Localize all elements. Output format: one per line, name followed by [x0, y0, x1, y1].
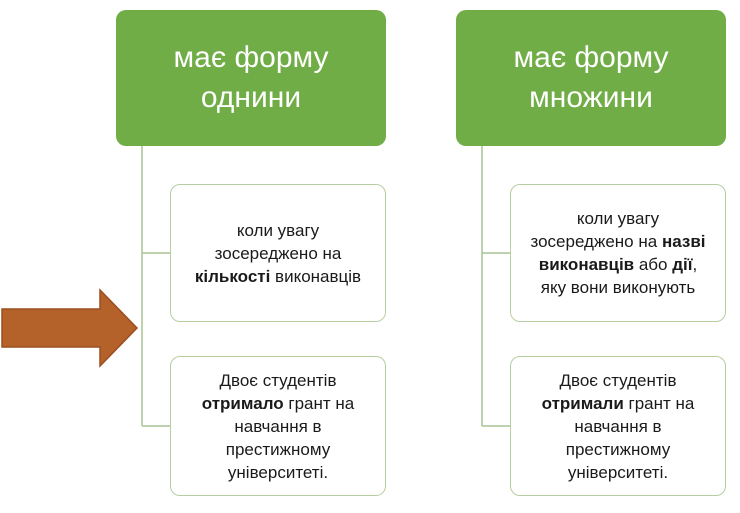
card-text-line: університеті. [567, 462, 669, 482]
card-text-line: коли увагу [236, 220, 320, 240]
card-singular-rule: коли увагу зосереджено на кількості вико… [170, 184, 386, 322]
bold-keyword: кількості [194, 266, 271, 286]
card-plural-example: Двоє студентів отримали грант на навчанн… [510, 356, 726, 496]
header-singular-line2: однини [200, 81, 302, 114]
header-singular: має форму однини [116, 10, 386, 146]
card-text-line: кількості виконавців [195, 265, 361, 288]
header-singular-line1: має форму [173, 41, 329, 74]
bold-keyword: назві [661, 232, 706, 251]
header-plural-line2: множини [529, 81, 653, 114]
card-text-line: отримало грант на [202, 392, 354, 415]
card-text-line: виконавців або дії, [531, 253, 706, 276]
bold-keyword: виконавців [538, 255, 635, 274]
card-text-fragment: або [634, 255, 673, 274]
card-text-line: Двоє студентів [219, 370, 337, 390]
card-text-fragment: виконавців [270, 266, 362, 286]
card-text-line: престижному [565, 439, 671, 459]
bold-keyword: отримало [201, 393, 284, 413]
card-text-line: навчання в [574, 416, 662, 436]
card-text-line: отримали грант на [542, 392, 695, 415]
right-arrow-icon [1, 288, 139, 368]
bold-keyword: отримали [541, 393, 624, 413]
header-plural: має форму множини [456, 10, 726, 146]
card-text-fragment: , [692, 255, 698, 274]
card-text-fragment: зосереджено на [530, 232, 662, 251]
header-plural-line1: має форму [513, 41, 669, 74]
card-text-line: престижному [225, 439, 331, 459]
bold-keyword: дії [672, 255, 693, 274]
card-singular-example: Двоє студентів отримало грант на навчанн… [170, 356, 386, 496]
card-text-line: навчання в [234, 416, 322, 436]
card-text-line: зосереджено на назві [531, 230, 706, 253]
card-text-line: яку вони виконують [540, 278, 696, 297]
card-text-line: Двоє студентів [559, 370, 677, 390]
card-text-fragment: грант на [623, 393, 695, 413]
card-text-line: зосереджено на [214, 243, 342, 263]
card-plural-rule: коли увагу зосереджено на назві виконавц… [510, 184, 726, 322]
card-text-line: коли увагу [576, 209, 660, 228]
card-text-fragment: грант на [283, 393, 355, 413]
card-text-line: університеті. [227, 462, 329, 482]
